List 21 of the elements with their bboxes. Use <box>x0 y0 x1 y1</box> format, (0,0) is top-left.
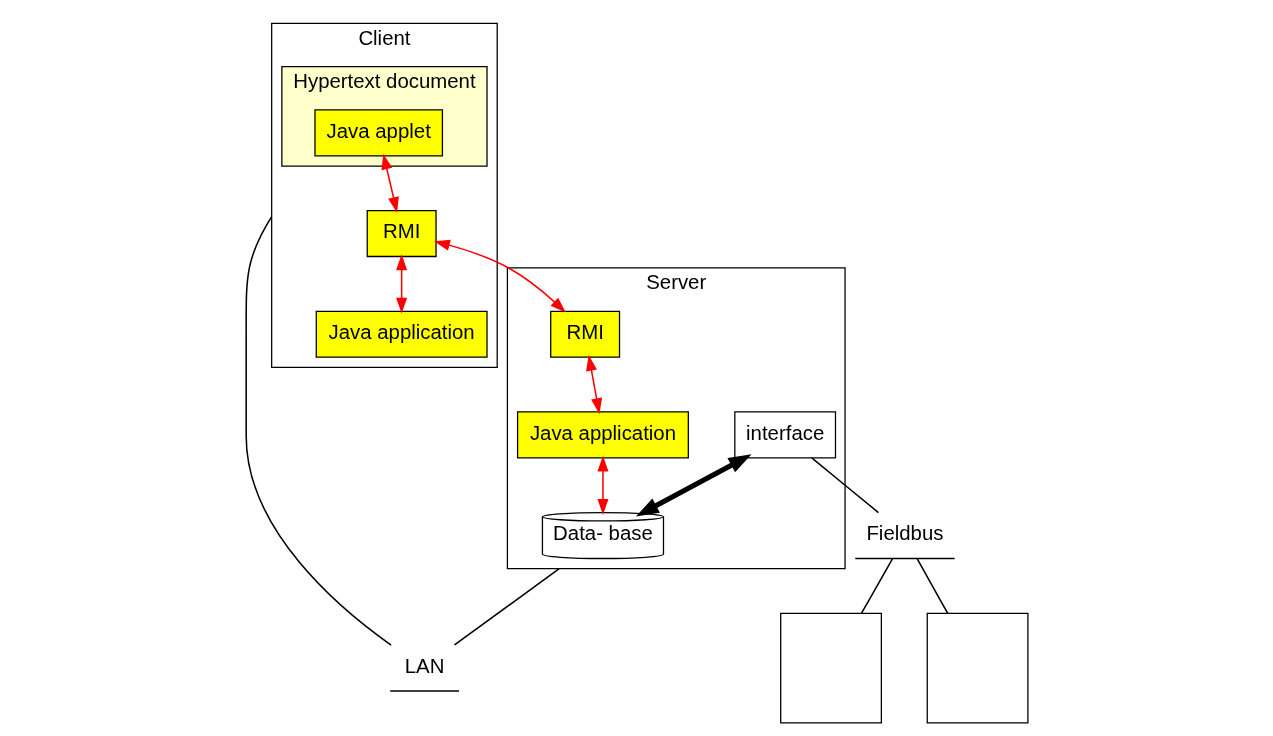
node-box <box>779 612 882 724</box>
connector <box>244 215 392 646</box>
arrow <box>585 355 602 415</box>
node-box: Java application <box>315 310 488 358</box>
node-text: Fieldbus <box>865 522 943 545</box>
connector <box>453 567 560 646</box>
node-box: RMI <box>366 210 437 258</box>
arrow <box>381 153 399 213</box>
arrow <box>395 254 407 314</box>
arrow <box>635 454 752 517</box>
node-box <box>926 612 1029 724</box>
node-text: LAN <box>404 654 444 677</box>
connector <box>860 558 893 614</box>
node-box: Java application <box>516 411 689 459</box>
node-box: Java applet <box>313 109 443 157</box>
arrow <box>596 455 608 515</box>
node-box: RMI <box>549 310 620 358</box>
arrow <box>433 239 566 313</box>
connector <box>916 558 948 614</box>
connector <box>810 457 879 514</box>
node-box: interface <box>733 411 836 459</box>
